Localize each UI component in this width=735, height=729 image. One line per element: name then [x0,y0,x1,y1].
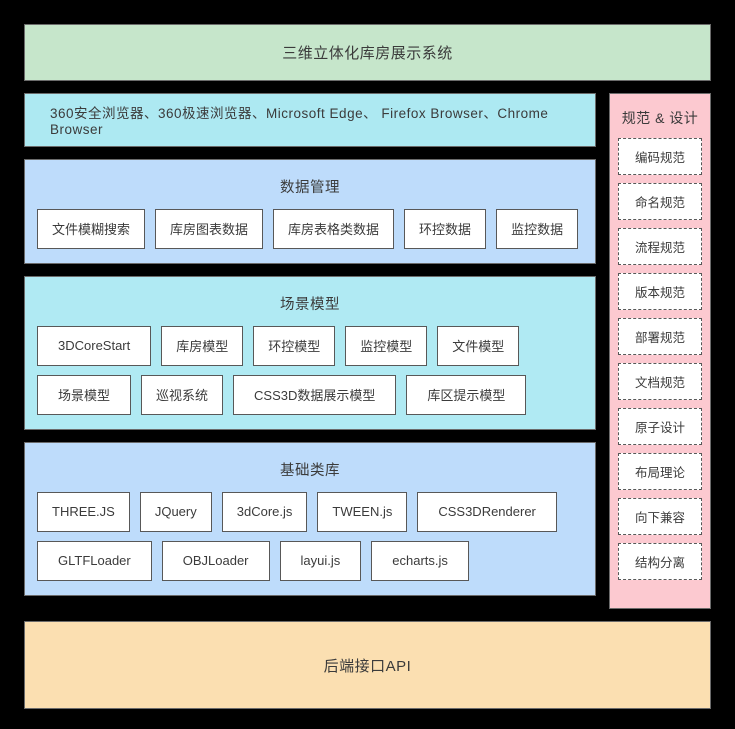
diagram-columns: 360安全浏览器、360极速浏览器、Microsoft Edge、 Firefo… [24,92,711,610]
data-management-chip[interactable]: 环控数据 [404,208,487,249]
backend-api-banner: 后端接口API [24,621,711,709]
scene-model-title: 场景模型 [280,296,340,313]
data-management-row: 文件模糊搜索 库房图表数据 库房表格类数据 环控数据 监控数据 [37,208,583,249]
scene-model-chip[interactable]: 库区提示模型 [406,374,527,415]
spec-item[interactable]: 版本规范 [618,272,702,310]
scene-model-chip[interactable]: 巡视系统 [141,374,224,415]
data-management-chip[interactable]: 库房图表数据 [155,208,264,249]
scene-model-chip[interactable]: 库房模型 [161,325,244,366]
scene-model-chip[interactable]: 场景模型 [37,374,132,415]
spec-item[interactable]: 布局理论 [618,452,702,490]
scene-model-chip[interactable]: 监控模型 [345,325,428,366]
spec-item[interactable]: 结构分离 [618,542,702,580]
right-column: 规范 & 设计 编码规范 命名规范 流程规范 版本规范 部署规范 文档规范 原子… [609,92,711,610]
base-library-chip[interactable]: echarts.js [371,540,469,581]
scene-model-row-2: 场景模型 巡视系统 CSS3D数据展示模型 库区提示模型 [37,374,583,415]
base-library-row-2: GLTFLoader OBJLoader layui.js echarts.js [37,540,583,581]
scene-model-chip[interactable]: 环控模型 [253,325,336,366]
scene-model-section: 场景模型 3DCoreStart 库房模型 环控模型 监控模型 文件模型 场景模… [24,275,596,430]
spec-design-panel: 规范 & 设计 编码规范 命名规范 流程规范 版本规范 部署规范 文档规范 原子… [609,92,711,610]
browser-support-text: 360安全浏览器、360极速浏览器、Microsoft Edge、 Firefo… [50,106,549,138]
scene-model-chip[interactable]: 文件模型 [437,325,520,366]
spec-item[interactable]: 编码规范 [618,137,702,175]
backend-api-text: 后端接口API [323,657,412,675]
data-management-section: 数据管理 文件模糊搜索 库房图表数据 库房表格类数据 环控数据 监控数据 [24,158,596,264]
left-column: 360安全浏览器、360极速浏览器、Microsoft Edge、 Firefo… [24,92,596,610]
scene-model-row-1: 3DCoreStart 库房模型 环控模型 监控模型 文件模型 [37,325,583,366]
base-library-row-1: THREE.JS JQuery 3dCore.js TWEEN.js CSS3D… [37,491,583,532]
scene-model-chip[interactable]: CSS3D数据展示模型 [233,374,397,415]
data-management-chip[interactable]: 库房表格类数据 [273,208,395,249]
data-management-chip[interactable]: 文件模糊搜索 [37,208,146,249]
system-title-banner: 三维立体化库房展示系统 [24,24,711,81]
spec-item[interactable]: 命名规范 [618,182,702,220]
data-management-title: 数据管理 [280,179,340,196]
base-library-title: 基础类库 [280,462,340,479]
spec-item[interactable]: 向下兼容 [618,497,702,535]
system-title-text: 三维立体化库房展示系统 [282,44,453,62]
base-library-chip[interactable]: GLTFLoader [37,540,152,581]
spec-item[interactable]: 流程规范 [618,227,702,265]
spec-item[interactable]: 部署规范 [618,317,702,355]
base-library-chip[interactable]: CSS3DRenderer [417,491,557,532]
base-library-chip[interactable]: 3dCore.js [221,491,308,532]
base-library-section: 基础类库 THREE.JS JQuery 3dCore.js TWEEN.js … [24,441,596,596]
browser-support-banner: 360安全浏览器、360极速浏览器、Microsoft Edge、 Firefo… [24,92,596,147]
spec-item[interactable]: 原子设计 [618,407,702,445]
scene-model-chip[interactable]: 3DCoreStart [37,325,152,366]
data-management-chip[interactable]: 监控数据 [496,208,579,249]
base-library-chip[interactable]: TWEEN.js [317,491,408,532]
base-library-chip[interactable]: OBJLoader [161,540,270,581]
spec-item[interactable]: 文档规范 [618,362,702,400]
base-library-chip[interactable]: layui.js [279,540,362,581]
base-library-chip[interactable]: JQuery [139,491,212,532]
base-library-chip[interactable]: THREE.JS [37,491,130,532]
spec-design-title: 规范 & 设计 [621,109,699,126]
